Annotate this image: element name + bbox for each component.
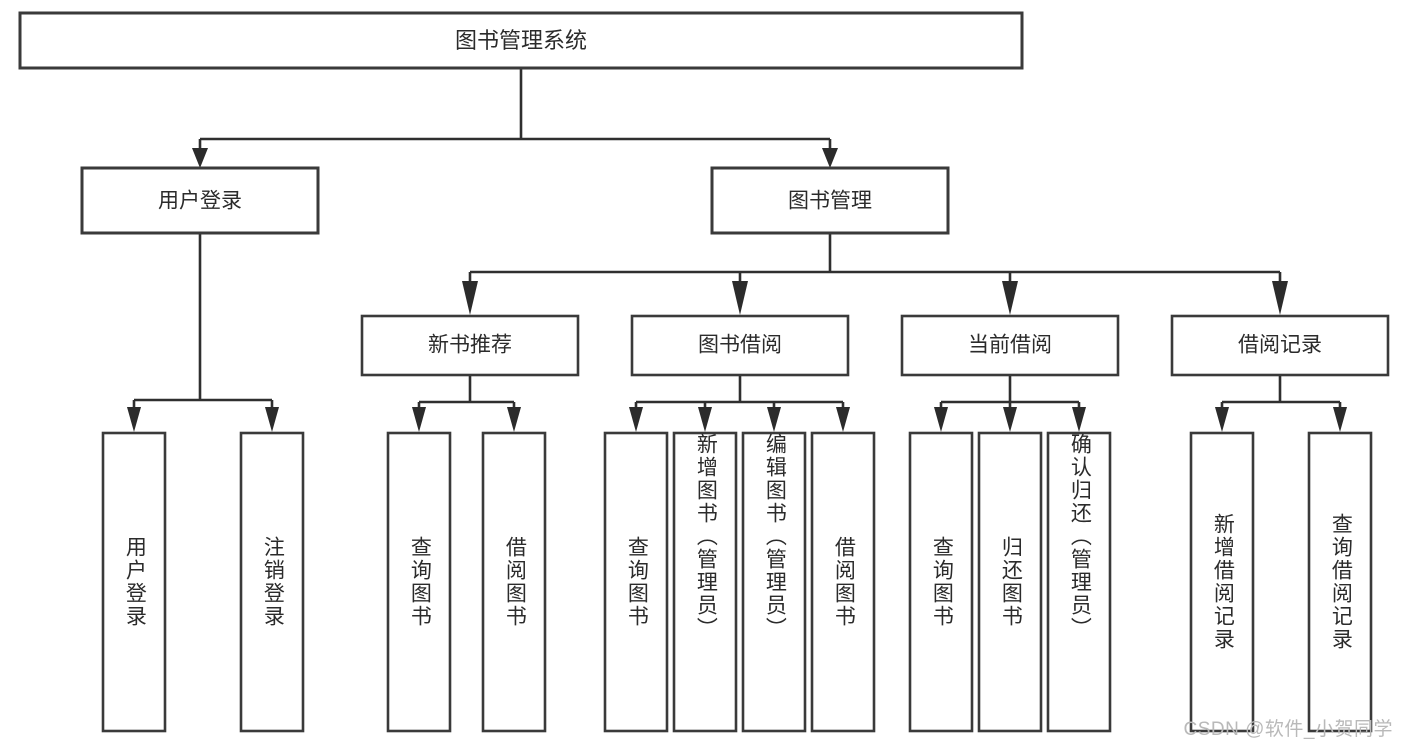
node-new-book-recommend[interactable]: 新书推荐 [360, 314, 580, 377]
arrowhead-to-newbook [462, 281, 478, 315]
watermark-text: CSDN @软件_小贺同学 [1183, 719, 1393, 740]
node-root-label: 图书管理系统 [455, 28, 587, 53]
node-book-management-label: 图书管理 [788, 190, 872, 213]
leaf-box-logout[interactable] [239, 431, 305, 733]
arrowhead-borrow-leaf-4 [836, 407, 850, 432]
arrowhead-to-record [1272, 281, 1288, 315]
leaf-box-group [101, 431, 1373, 733]
node-book-management[interactable]: 图书管理 [710, 166, 950, 235]
arrowhead-login-leaf-2 [265, 407, 279, 432]
arrowhead-to-borrow [732, 281, 748, 315]
arrowhead-borrow-leaf-2 [698, 407, 712, 432]
node-book-management-box[interactable] [710, 166, 950, 235]
node-book-borrow-label: 图书借阅 [698, 334, 782, 357]
arrowhead-borrow-leaf-1 [629, 407, 643, 432]
leaf-box-add-borrow-record[interactable] [1189, 431, 1255, 733]
node-user-login[interactable]: 用户登录 [80, 166, 320, 235]
leaf-box-query-book-newbook[interactable] [386, 431, 452, 733]
arrowhead-borrow-leaf-3 [767, 407, 781, 432]
leaf-box-user-login[interactable] [101, 431, 167, 733]
node-root[interactable]: 图书管理系统 [18, 11, 1024, 70]
arrowhead-newbook-leaf-2 [507, 407, 521, 432]
node-borrow-record-box[interactable] [1170, 314, 1390, 377]
arrowhead-current-leaf-2 [1003, 407, 1017, 432]
leaf-box-confirm-return-admin[interactable] [1046, 431, 1112, 733]
node-new-book-recommend-label: 新书推荐 [428, 334, 512, 357]
arrowhead-to-current [1002, 281, 1018, 315]
leaf-box-return-book[interactable] [977, 431, 1043, 733]
leaf-box-add-book-admin[interactable] [672, 431, 738, 733]
leaf-box-query-book-current[interactable] [908, 431, 974, 733]
node-current-borrow-label: 当前借阅 [968, 334, 1052, 357]
leaf-box-query-book-borrow[interactable] [603, 431, 669, 733]
leaf-box-borrow-book[interactable] [810, 431, 876, 733]
node-borrow-record[interactable]: 借阅记录 [1170, 314, 1390, 377]
arrowhead-root-to-login [192, 148, 208, 168]
leaf-box-edit-book-admin[interactable] [741, 431, 807, 733]
arrowhead-newbook-leaf-1 [412, 407, 426, 432]
node-current-borrow[interactable]: 当前借阅 [900, 314, 1120, 377]
arrowhead-record-leaf-2 [1333, 407, 1347, 432]
node-root-box[interactable] [18, 11, 1024, 70]
arrowhead-root-to-bookmgmt [822, 148, 838, 168]
leaf-box-query-borrow-record[interactable] [1307, 431, 1373, 733]
node-user-login-label: 用户登录 [158, 190, 242, 213]
node-new-book-recommend-box[interactable] [360, 314, 580, 377]
arrowhead-current-leaf-1 [934, 407, 948, 432]
node-book-borrow[interactable]: 图书借阅 [630, 314, 850, 377]
node-borrow-record-label: 借阅记录 [1238, 334, 1322, 357]
node-user-login-box[interactable] [80, 166, 320, 235]
node-current-borrow-box[interactable] [900, 314, 1120, 377]
arrowhead-current-leaf-3 [1072, 407, 1086, 432]
arrowhead-record-leaf-1 [1215, 407, 1229, 432]
node-book-borrow-box[interactable] [630, 314, 850, 377]
connector-group [127, 68, 1347, 432]
leaf-box-borrow-book-newbook[interactable] [481, 431, 547, 733]
arrowhead-login-leaf-1 [127, 407, 141, 432]
